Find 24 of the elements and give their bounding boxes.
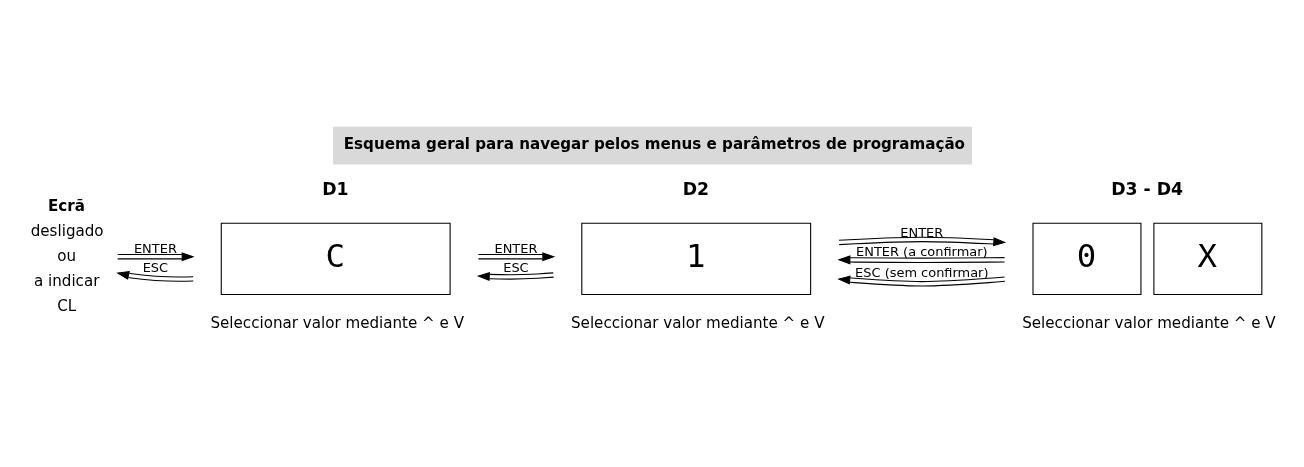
node-label: D2	[682, 178, 709, 199]
diagram-title: Esquema geral para navegar pelos menus e parâmetros de programação	[343, 134, 965, 153]
edge-label: ENTER	[899, 224, 943, 240]
node-box: 1	[580, 222, 811, 296]
edge-label: ENTER (a confirmar)	[855, 244, 988, 260]
node-label: Seleccionar valor mediante ^ e V	[1021, 314, 1276, 333]
node-label: D1	[321, 178, 349, 199]
node-text: Ecrã desligado ou a indicar CL	[30, 196, 104, 315]
edge-label: ENTER	[133, 241, 177, 257]
edge-label: ESC	[142, 260, 168, 276]
arrow	[836, 275, 1005, 287]
arrow	[477, 252, 555, 262]
arrow	[116, 252, 195, 262]
arrow	[115, 270, 194, 282]
arrow	[837, 236, 1006, 247]
edge-label: ESC	[502, 260, 529, 276]
node-label: Seleccionar valor mediante ^ e V	[570, 314, 825, 333]
arrow	[836, 255, 1005, 265]
edge-label: ESC (sem confirmar)	[854, 264, 989, 280]
edge-label: ENTER	[493, 241, 537, 257]
node-box: C	[220, 222, 451, 296]
node-label: Seleccionar valor mediante ^ e V	[209, 314, 464, 333]
node-label: D3 - D4	[1110, 178, 1183, 199]
arrow	[476, 272, 554, 282]
